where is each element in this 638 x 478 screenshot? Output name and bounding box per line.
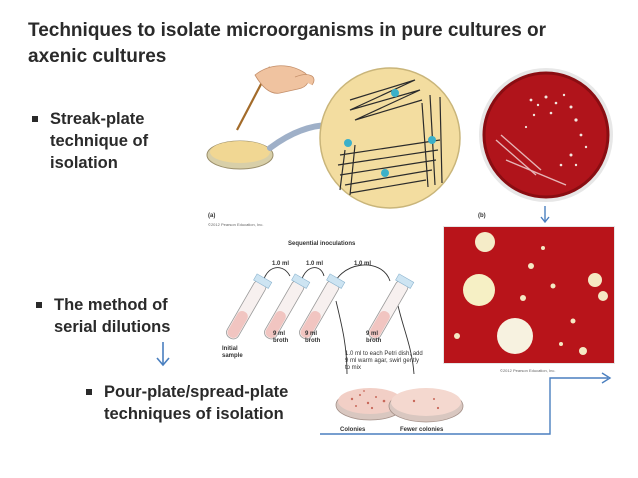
volume-label-2: 1.0 ml [306, 261, 324, 267]
bullet-text: Pour-plate/spread-plate techniques of is… [104, 383, 289, 423]
copyright-text-b: ©2012 Pearson Education, Inc. [500, 368, 556, 373]
bullet-square-icon [86, 389, 92, 395]
bullet-text: Streak-plate technique of isolation [50, 110, 149, 172]
bullet-streak-plate: Streak-plate technique of isolation [32, 108, 200, 174]
streak-plate-illustration [206, 65, 461, 209]
petri-dish-fewer-colonies [388, 388, 464, 423]
panel-b-label: (b) [478, 213, 486, 219]
fewer-colonies-label: Fewer colonies [400, 427, 444, 433]
volume-label-3: 1.0 ml [354, 261, 372, 267]
panel-a-label: (a) [208, 213, 216, 219]
red-agar-plate-photo [479, 68, 613, 202]
down-arrow-small-icon [540, 206, 550, 224]
connector-arrow-icon [320, 372, 612, 435]
tube-label-3: 9 ml broth [366, 331, 382, 344]
volume-label-1: 1.0 ml [272, 261, 290, 267]
pour-plate-note: 1.0 ml to each Petri dish, add 9 ml warm… [345, 351, 423, 371]
tube-label-2: 9 ml broth [305, 331, 321, 344]
bullet-square-icon [36, 302, 42, 308]
colony-closeup-photo [443, 226, 615, 364]
bullet-pour-plate: Pour-plate/spread-plate techniques of is… [86, 381, 334, 425]
tube-label-1: 9 ml broth [273, 331, 289, 344]
initial-sample-label: Initial sample [222, 346, 243, 359]
down-arrow-icon [156, 342, 170, 367]
copyright-text: ©2012 Pearson Education, Inc. [208, 222, 264, 227]
sequential-inoculations-label: Sequential inoculations [288, 241, 356, 247]
colonies-label: Colonies [340, 427, 366, 433]
bullet-serial-dilutions: The method of serial dilutions [36, 294, 214, 338]
bullet-text: The method of serial dilutions [54, 296, 171, 336]
slide-title: Techniques to isolate microorganisms in … [28, 20, 547, 67]
bullet-square-icon [32, 116, 38, 122]
serial-dilution-diagram [226, 264, 415, 375]
